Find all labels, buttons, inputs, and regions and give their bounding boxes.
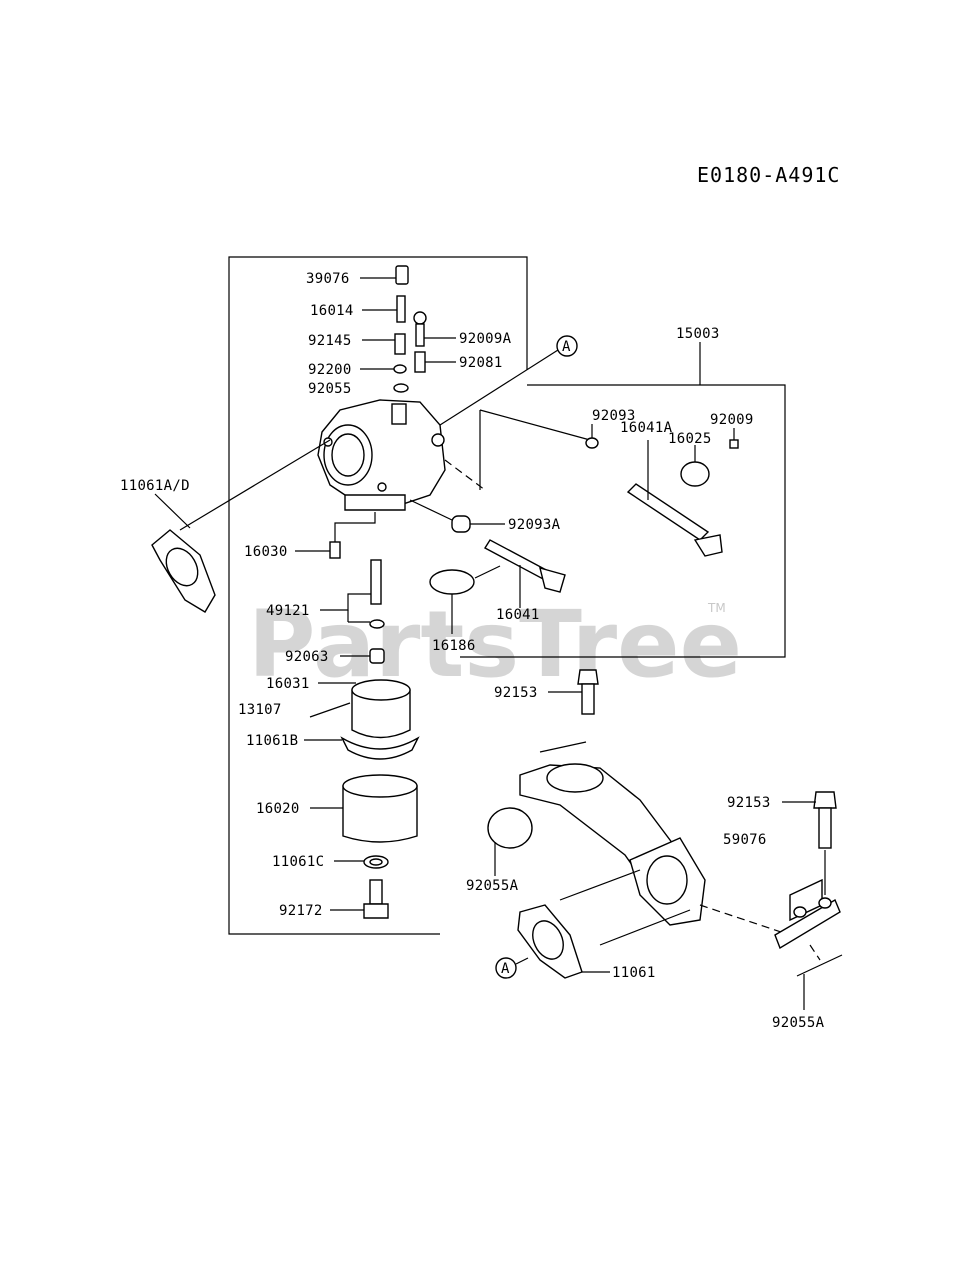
label-16025: 16025 bbox=[668, 431, 712, 447]
part-92055-oring bbox=[393, 383, 409, 393]
label-16030: 16030 bbox=[244, 544, 288, 560]
trademark: TM bbox=[707, 601, 726, 615]
ref-a-label-top: A bbox=[562, 339, 571, 355]
label-92009A: 92009A bbox=[459, 331, 512, 347]
carburetor-assembly-bracket bbox=[228, 256, 528, 935]
part-92200-washer bbox=[393, 364, 407, 374]
part-13107-pin bbox=[309, 702, 351, 718]
label-92200: 92200 bbox=[308, 362, 352, 378]
part-11061AD-gasket bbox=[151, 529, 216, 613]
label-92172: 92172 bbox=[279, 903, 323, 919]
label-11061C: 11061C bbox=[272, 854, 324, 870]
part-92063-jet bbox=[369, 648, 385, 664]
part-92055A-oring-left bbox=[487, 807, 533, 849]
label-92063: 92063 bbox=[285, 649, 329, 665]
label-92055: 92055 bbox=[308, 381, 352, 397]
ref-a-marker-bottom bbox=[495, 957, 517, 979]
label-92153-upper: 92153 bbox=[494, 685, 538, 701]
label-16020: 16020 bbox=[256, 801, 300, 817]
part-92093-seal bbox=[585, 437, 599, 449]
label-16031: 16031 bbox=[266, 676, 310, 692]
part-16031-float bbox=[351, 679, 411, 739]
label-11061B: 11061B bbox=[246, 733, 298, 749]
part-16041A-shaft bbox=[626, 483, 723, 557]
part-59076-bracket bbox=[774, 850, 841, 950]
part-16041-lever bbox=[484, 539, 566, 593]
part-16025-plate bbox=[680, 461, 710, 487]
label-92093A: 92093A bbox=[508, 517, 561, 533]
part-92153-bolt-lower bbox=[813, 791, 837, 849]
part-49121-nozzle bbox=[370, 559, 382, 605]
label-11061: 11061 bbox=[612, 965, 656, 981]
label-16041: 16041 bbox=[496, 607, 540, 623]
ref-a-leader-top bbox=[439, 349, 559, 426]
part-11061B-gasket bbox=[340, 736, 420, 760]
part-11061-gasket bbox=[517, 904, 583, 979]
label-92055A-bottom: 92055A bbox=[772, 1015, 825, 1031]
label-39076: 39076 bbox=[306, 271, 350, 287]
part-92055A-seal-bottom bbox=[796, 954, 843, 977]
part-49121-washer bbox=[369, 619, 385, 629]
part-39076-cap bbox=[395, 265, 409, 285]
watermark: PartsTree bbox=[248, 591, 742, 698]
choke-assembly-bracket bbox=[460, 342, 786, 658]
part-92009-screw bbox=[729, 439, 739, 449]
label-13107: 13107 bbox=[238, 702, 282, 718]
part-16020-bowl bbox=[342, 774, 418, 843]
ref-a-marker-top bbox=[556, 335, 578, 357]
label-92093: 92093 bbox=[592, 408, 636, 424]
label-92153-lower: 92153 bbox=[727, 795, 771, 811]
label-11061AD: 11061A/D bbox=[120, 478, 190, 494]
part-92145-spring bbox=[394, 333, 406, 355]
part-92081-spring bbox=[414, 351, 426, 373]
intake-manifold bbox=[519, 741, 791, 946]
label-15003: 15003 bbox=[676, 326, 720, 342]
label-92081: 92081 bbox=[459, 355, 503, 371]
part-92172-bolt bbox=[363, 879, 389, 919]
label-16041A: 16041A bbox=[620, 420, 673, 436]
label-92009: 92009 bbox=[710, 412, 754, 428]
label-59076: 59076 bbox=[723, 832, 767, 848]
part-16030-pin bbox=[329, 541, 341, 559]
carburetor-body bbox=[317, 399, 486, 511]
label-16186: 16186 bbox=[432, 638, 476, 654]
part-16186-disc bbox=[429, 569, 475, 595]
label-92145: 92145 bbox=[308, 333, 352, 349]
label-16014: 16014 bbox=[310, 303, 354, 319]
diagram-code: E0180-A491C bbox=[697, 163, 840, 187]
part-92009A-screw bbox=[415, 323, 425, 347]
part-92153-bolt-upper bbox=[577, 669, 599, 715]
part-92009A-screw-head bbox=[413, 311, 427, 325]
label-92055A-left: 92055A bbox=[466, 878, 519, 894]
ref-a-label-bottom: A bbox=[501, 961, 510, 977]
label-49121: 49121 bbox=[266, 603, 310, 619]
part-16014-needle bbox=[396, 295, 406, 323]
part-92093A-bushing bbox=[451, 515, 471, 533]
